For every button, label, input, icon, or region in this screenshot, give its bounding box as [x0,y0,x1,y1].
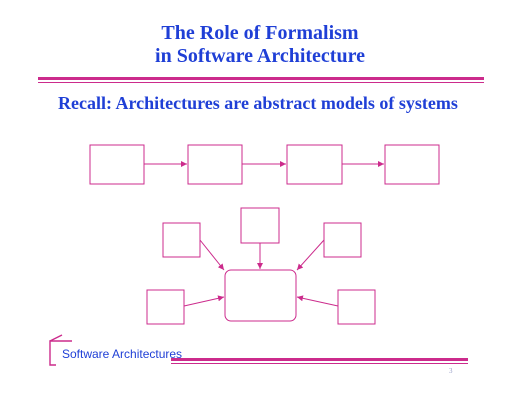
pipeline-component-2 [187,144,243,185]
hub-connector-bottom-left [183,295,225,307]
hub-diagram [146,207,376,325]
footer-label: Software Architectures [62,347,183,361]
satellite-component-top [240,207,280,244]
footer-rule-thin [171,363,468,364]
pipeline-diagram [89,144,440,185]
page-number: 3 [449,367,453,375]
hub-connector-bottom-right [296,295,339,307]
hub-component [224,269,297,322]
title-line-2: in Software Architecture [155,45,365,67]
slide-subtitle: Recall: Architectures are abstract model… [58,93,458,113]
pipeline-component-4 [384,144,440,185]
footer-bracket-icon [49,334,72,366]
pipeline-component-1 [89,144,145,185]
satellite-component-top-right [323,222,362,258]
pipeline-component-3 [286,144,343,185]
hub-connector-top-left [199,239,225,271]
satellite-component-bottom-left [146,289,185,325]
title-rule-thin [38,82,484,83]
satellite-component-top-left [162,222,201,258]
hub-connector-top-right [296,239,325,271]
footer-rule [171,358,468,361]
satellite-component-bottom-right [337,289,376,325]
title-rule [38,77,484,80]
title-line-1: The Role of Formalism [161,22,359,44]
slide-title: The Role of Formalism in Software Archit… [0,22,520,68]
